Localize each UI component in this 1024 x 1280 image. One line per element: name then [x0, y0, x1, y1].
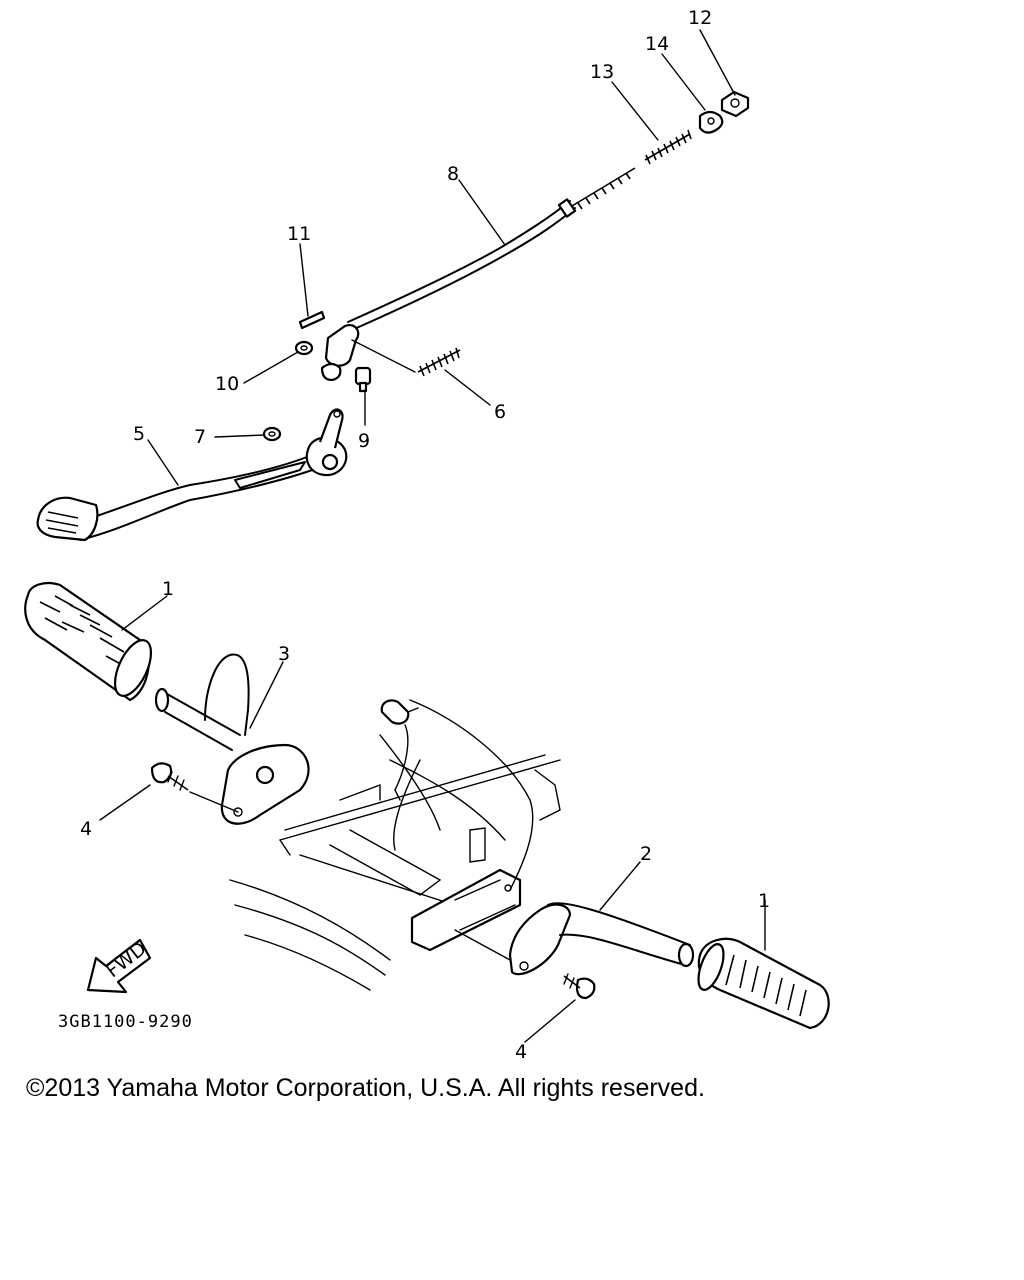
- footrest-bracket-2: [454, 902, 695, 976]
- callout-1-left: 1: [162, 578, 174, 600]
- cotter-11: [298, 310, 326, 330]
- callout-4-left: 4: [80, 818, 92, 840]
- footrest-right: [697, 937, 830, 1030]
- callout-4-right: 4: [515, 1041, 527, 1060]
- brake-rod: [347, 167, 636, 331]
- callout-13: 13: [590, 61, 614, 83]
- frame: [229, 699, 561, 991]
- pin-9: [354, 366, 372, 393]
- bolt-4-right: [563, 973, 596, 1000]
- spring-13: [644, 129, 692, 165]
- fwd-arrow-icon: FWD: [86, 938, 152, 994]
- callout-5: 5: [133, 423, 145, 445]
- spring-6: [351, 339, 461, 377]
- clevis: [320, 324, 360, 382]
- callout-14: 14: [645, 33, 669, 55]
- washer-10: [294, 340, 314, 356]
- callout-8: 8: [447, 163, 459, 185]
- callout-7: 7: [194, 426, 206, 448]
- footrest-left: [24, 581, 153, 702]
- callout-6: 6: [494, 401, 506, 423]
- callout-3: 3: [278, 643, 290, 665]
- joint-14: [698, 110, 724, 134]
- copyright-notice: ©2013 Yamaha Motor Corporation, U.S.A. A…: [26, 1074, 705, 1102]
- callout-2: 2: [640, 843, 652, 865]
- callout-12: 12: [688, 7, 712, 29]
- washer-7: [262, 426, 282, 442]
- callouts: 1 1 2 3 4 4 5 6 7 8 9 10 11 12 13 14: [80, 7, 770, 1060]
- callout-1-right: 1: [758, 890, 770, 912]
- bolt-4-left-extra-hose: [380, 699, 419, 791]
- bolt-4-left: [150, 762, 239, 813]
- parts-diagram: FWD 1 1 2 3 4 4 5 6 7 8 9 10 11 12 13: [24, 7, 830, 1060]
- footrest-bracket-3: [154, 653, 310, 825]
- callout-11: 11: [287, 223, 311, 245]
- callout-10: 10: [215, 373, 239, 395]
- brake-pedal: [36, 408, 348, 542]
- leader-lines: [99, 29, 766, 1043]
- drawing-code: 3GB1100-9290: [58, 1012, 193, 1032]
- callout-9: 9: [358, 430, 370, 452]
